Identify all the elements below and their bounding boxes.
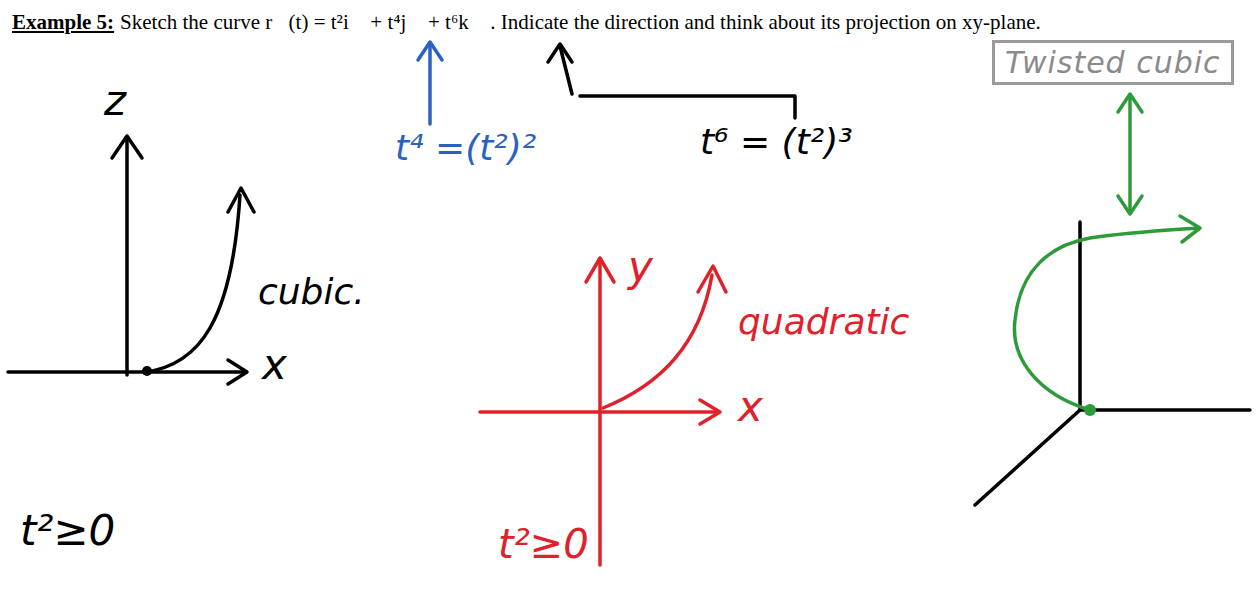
problem-statement: Example 5:Sketch the curve r⃗(t) = t²i⃗ … <box>12 6 1212 39</box>
identity-note: t⁴ =(t²)² <box>395 128 536 168</box>
origin-dot <box>1084 404 1096 416</box>
origin-dot <box>142 366 152 376</box>
twisted-cubic-curve <box>1014 216 1200 410</box>
problem-text: Sketch the curve r⃗(t) = t²i⃗ + t⁴j⃗ + t… <box>120 10 1041 34</box>
curve-note: quadratic <box>738 302 909 342</box>
condition-note: t²≥0 <box>20 508 115 554</box>
axis-label: x <box>738 384 763 430</box>
curve-note: cubic. <box>258 272 365 312</box>
example-title: Example 5: <box>12 10 114 34</box>
identity-note: t⁶ = (t²)³ <box>700 122 853 162</box>
xy-axes <box>480 258 726 565</box>
xz-axes <box>8 136 254 384</box>
green-link <box>1118 94 1142 214</box>
highlight-box: Twisted cubic <box>992 40 1234 85</box>
black-pointer <box>548 44 795 118</box>
condition-note: t²≥0 <box>498 522 589 566</box>
axis-label: x <box>262 342 287 388</box>
box-text: Twisted cubic <box>1005 45 1221 80</box>
xyz-axes <box>975 222 1250 505</box>
blue-pointer <box>418 42 442 124</box>
axis-label: y <box>628 244 653 290</box>
axis-label: z <box>104 78 126 124</box>
